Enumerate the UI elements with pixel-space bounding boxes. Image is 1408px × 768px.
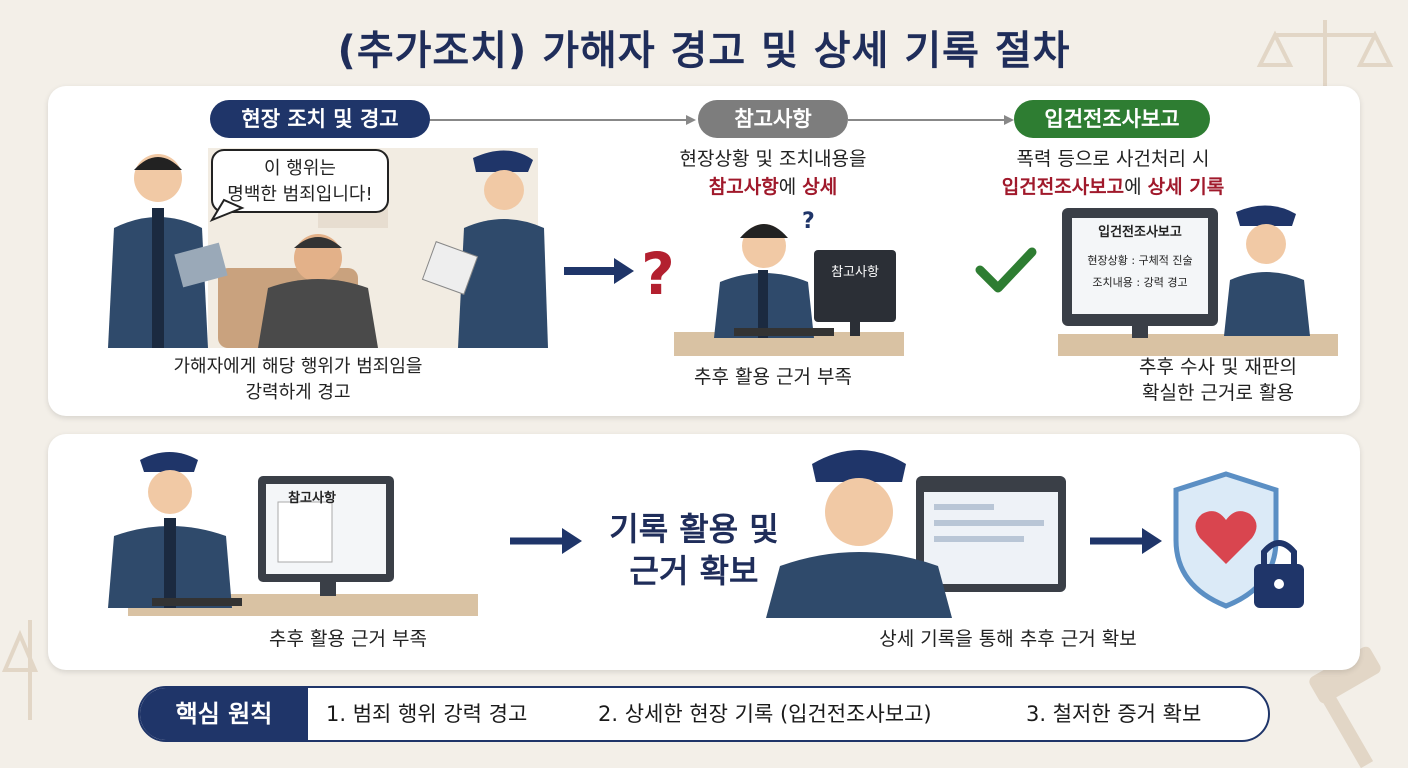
flow-arrow xyxy=(428,115,1014,125)
step3-desc-line1: 폭력 등으로 사건처리 시 xyxy=(1016,148,1210,170)
worried-officer-at-computer xyxy=(108,452,478,616)
svg-text:?: ? xyxy=(802,209,815,234)
navy-arrow xyxy=(510,528,582,554)
report-screen-row1: 현장상황 : 구체적 진술 xyxy=(1087,254,1193,267)
step3-desc-line2: 입건전조사보고에 상세 기록 xyxy=(1001,176,1225,198)
smiling-officer-with-monitor xyxy=(766,450,1066,618)
check-mark-icon xyxy=(975,247,1037,293)
step2-screen-text: 참고사항 xyxy=(831,265,879,280)
navy-arrow xyxy=(564,258,634,284)
principle-item-3: 3. 철저한 증거 확보 xyxy=(1026,702,1202,726)
scales-of-justice-icon xyxy=(1,620,39,720)
principle-item-1: 1. 범죄 행위 강력 경고 xyxy=(326,702,528,726)
step-label-field-action: 현장 조치 및 경고 xyxy=(210,100,430,138)
key-principles-label: 핵심 원칙 xyxy=(140,688,308,740)
step2-desc-line2: 참고사항에 상세 xyxy=(708,176,838,198)
procedure-card: 현장 조치 및 경고 참고사항 입건전조사보고 이 행위는 명백한 범죄입니다!… xyxy=(48,86,1360,416)
step-label-preinvestigation-report: 입건전조사보고 xyxy=(1014,100,1210,138)
speech-line-1: 이 행위는 xyxy=(264,158,336,179)
row2-left-screen-text: 참고사항 xyxy=(288,491,336,506)
shield-heart-lock-icon xyxy=(1173,471,1304,609)
step1-caption-line1: 가해자에게 해당 행위가 범죄임을 xyxy=(173,356,423,377)
question-mark-icon: ? xyxy=(641,240,675,308)
speech-bubble xyxy=(209,149,389,223)
step1-caption-line2: 강력하게 경고 xyxy=(245,382,351,403)
svg-text:?: ? xyxy=(641,240,675,308)
principle-item-2: 2. 상세한 현장 기록 (입건전조사보고) xyxy=(598,702,932,726)
report-screen-title: 입건전조사보고 xyxy=(1098,225,1182,240)
row2-right-caption: 상세 기록을 통해 추후 근거 확보 xyxy=(879,628,1137,650)
key-principles-bar: 핵심 원칙 1. 범죄 행위 강력 경고 2. 상세한 현장 기록 (입건전조사… xyxy=(138,686,1270,742)
officer-at-computer: ? xyxy=(674,209,904,356)
step2-caption: 추후 활용 근거 부족 xyxy=(694,366,852,388)
report-screen-row2: 조치내용 : 강력 경고 xyxy=(1092,276,1188,289)
speech-line-2: 명백한 범죄입니다! xyxy=(227,184,373,205)
navy-arrow xyxy=(1090,528,1162,554)
step3-caption-line2: 확실한 근거로 활용 xyxy=(1142,382,1294,404)
gavel-icon xyxy=(1309,646,1381,768)
row2-left-caption: 추후 활용 근거 부족 xyxy=(269,628,427,650)
step3-caption-line1: 추후 수사 및 재판의 xyxy=(1139,356,1297,378)
record-usage-card: 참고사항 추후 활용 근거 부족 기록 활용 및 근거 확보 상세 기록을 통해… xyxy=(48,434,1360,670)
step2-desc-line1: 현장상황 및 조치내용을 xyxy=(679,148,867,170)
row2-center-line1: 기록 활용 및 xyxy=(609,510,779,548)
step-label-reference: 참고사항 xyxy=(698,100,848,138)
officer-with-report-monitor xyxy=(1058,205,1338,356)
row2-center-line2: 근거 확보 xyxy=(629,552,759,590)
page-title: (추가조치) 가해자 경고 및 상세 기록 절차 xyxy=(337,28,1071,74)
